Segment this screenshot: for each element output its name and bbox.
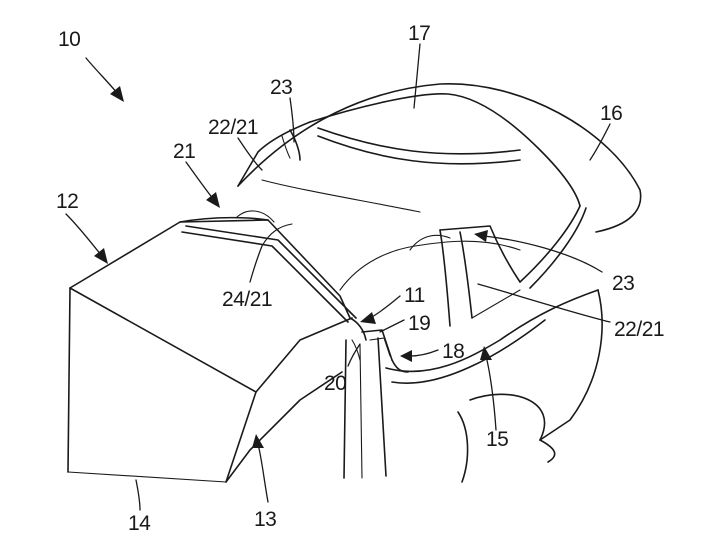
label-19: 19: [408, 312, 430, 335]
label-12: 12: [56, 190, 78, 213]
label-23-right: 23: [612, 272, 634, 295]
label-13: 13: [254, 508, 276, 531]
label-23-left: 23: [270, 76, 292, 99]
label-18: 18: [442, 340, 464, 363]
label-14: 14: [128, 512, 151, 535]
label-21: 21: [173, 140, 195, 163]
rear-bar-24-21: [179, 210, 357, 323]
body-side: [339, 234, 603, 483]
label-24-21: 24/21: [222, 288, 272, 311]
rear-lid-structure: [67, 219, 387, 483]
label-22-21-left: 22/21: [208, 116, 258, 139]
soft-top-roof: [237, 83, 642, 327]
label-10: 10: [58, 28, 80, 51]
label-22-21-right: 22/21: [614, 318, 664, 341]
leader-lines: [65, 43, 611, 511]
reference-labels: 10 12 21 23 22/21 17 16 24/21 11 19 18 2…: [56, 22, 665, 535]
label-16: 16: [600, 102, 622, 125]
label-15: 15: [486, 428, 508, 451]
label-11: 11: [404, 284, 425, 307]
label-17: 17: [408, 22, 430, 45]
label-20: 20: [324, 372, 346, 395]
